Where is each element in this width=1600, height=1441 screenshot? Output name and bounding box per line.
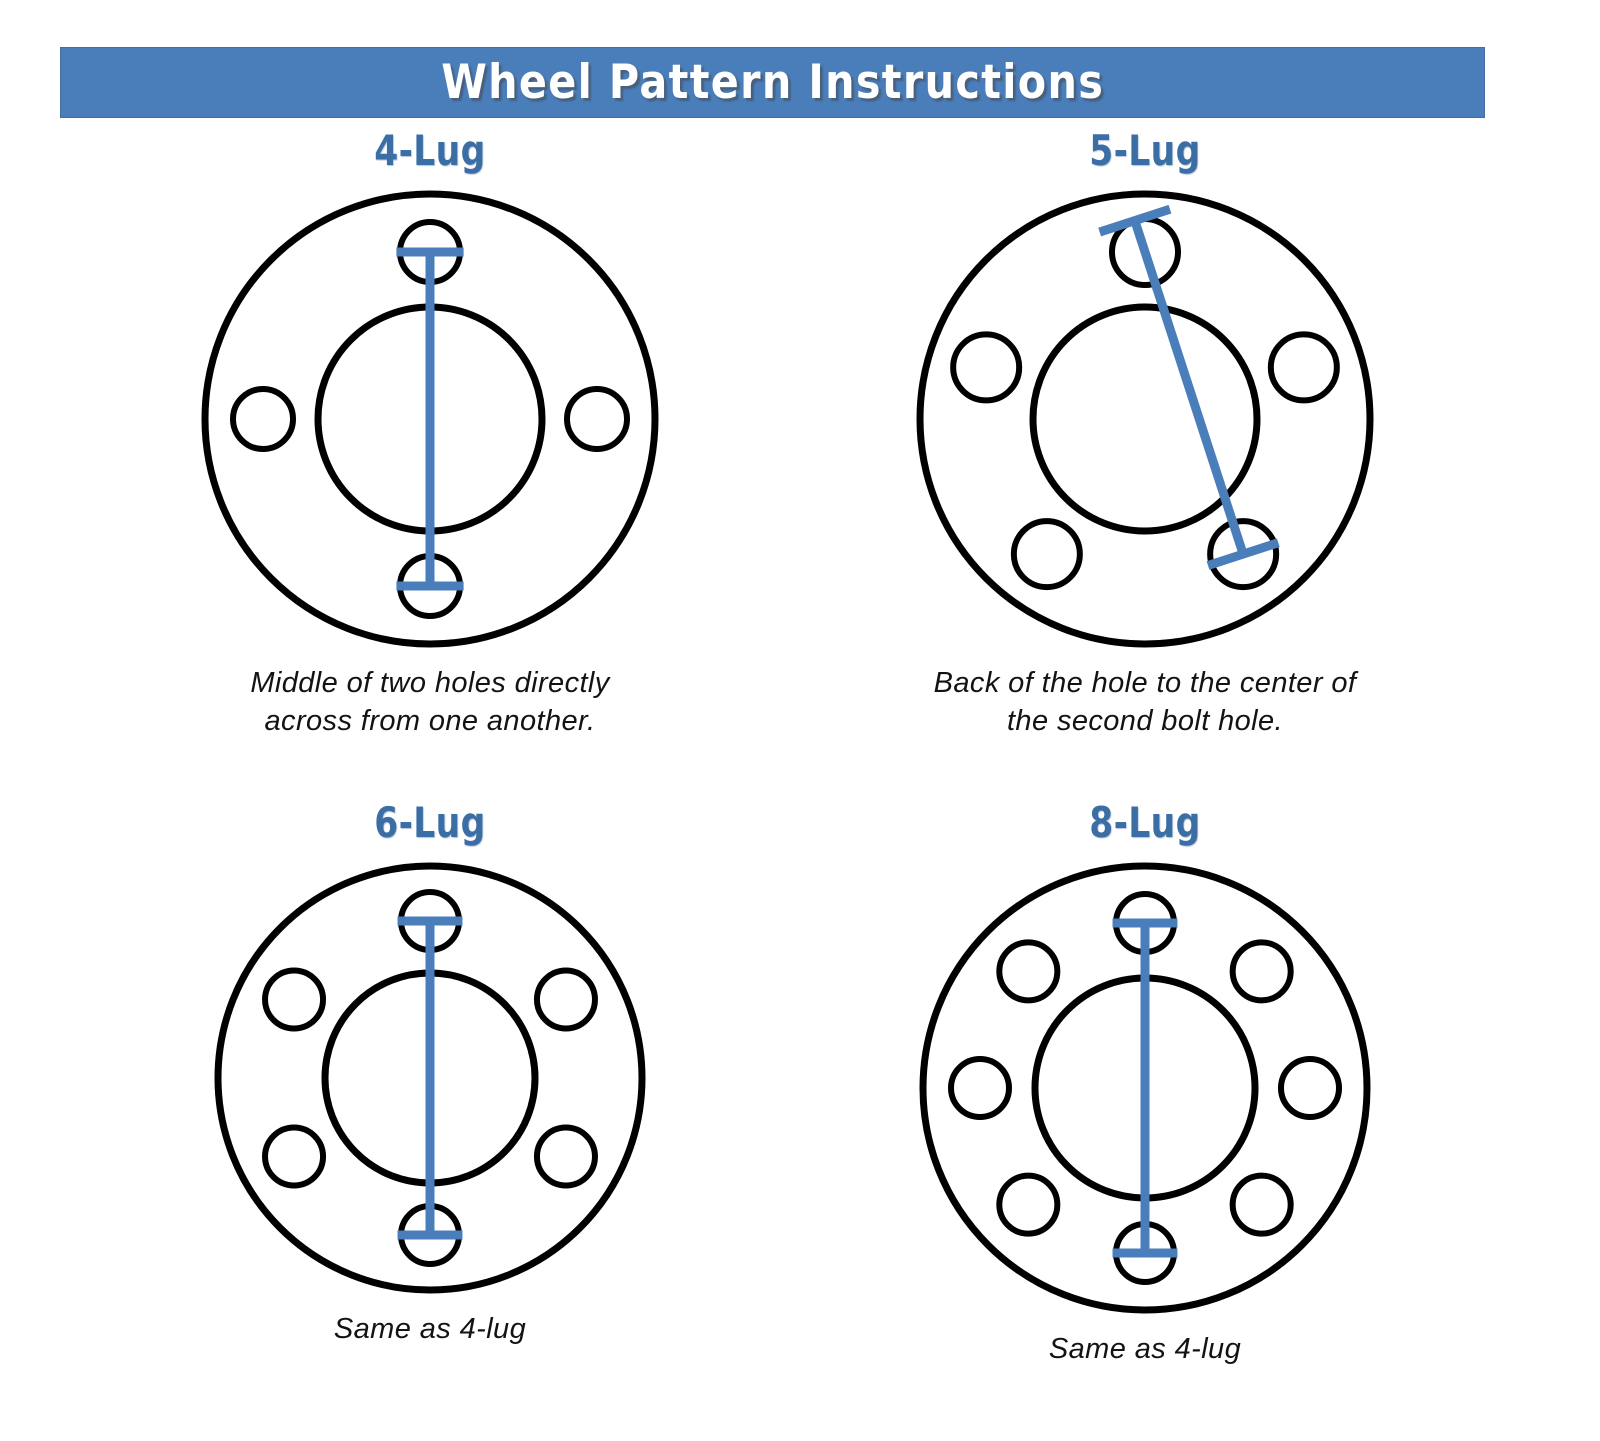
wheel-svg-6-lug [214, 862, 646, 1294]
wheel-diagram-card-8-lug: 8-Lug Same as 4-lug [745, 802, 1545, 1368]
title-banner: Wheel Pattern Instructions [60, 47, 1485, 118]
outer-rim-circle [916, 190, 1374, 648]
lug-hole [996, 1172, 1061, 1237]
lug-title-5-lug: 5-Lug [1089, 126, 1201, 175]
wheel-svg-8-lug [919, 862, 1371, 1314]
caption-8-lug: Same as 4-lug [1049, 1330, 1241, 1368]
measurement-indicator [396, 247, 464, 591]
caption-line: the second bolt hole. [1006, 705, 1284, 738]
caption-6-lug: Same as 4-lug [334, 1310, 526, 1348]
page-title: Wheel Pattern Instructions [440, 55, 1105, 110]
center-bore-circle [1029, 303, 1261, 535]
caption-line: Back of the hole to the center of [933, 667, 1357, 699]
caption-line: Same as 4-lug [1048, 1333, 1242, 1365]
wheel-svg-4-lug [201, 190, 659, 648]
measurement-indicator [1098, 204, 1280, 570]
lug-hole [950, 331, 1023, 404]
lug-hole [1278, 1056, 1342, 1120]
lug-hole [262, 967, 327, 1032]
lug-hole [1267, 331, 1340, 404]
lug-hole [1229, 939, 1294, 1004]
wheel-svg-5-lug [916, 190, 1374, 648]
lug-hole [230, 386, 296, 452]
measurement-cap-end [1206, 538, 1280, 570]
lug-title-4-lug: 4-Lug [374, 126, 486, 175]
lug-hole [1010, 518, 1083, 591]
caption-line: across from one another. [264, 705, 596, 738]
measurement-indicator [397, 916, 463, 1240]
lug-hole [533, 1124, 598, 1189]
lug-hole [262, 1124, 327, 1189]
lug-hole [948, 1056, 1012, 1120]
lug-hole [564, 386, 630, 452]
caption-4-lug: Middle of two holes directly across from … [250, 664, 609, 741]
measurement-indicator [1112, 918, 1178, 1258]
outer-rim-circle [214, 862, 646, 1294]
outer-rim-circle [919, 862, 1371, 1314]
lug-hole [1207, 518, 1280, 591]
lug-hole [1229, 1172, 1294, 1237]
outer-rim-circle [201, 190, 659, 648]
measurement-cap-start [1098, 204, 1172, 237]
wheel-figure-5-lug [906, 180, 1384, 658]
caption-line: Middle of two holes directly [250, 667, 610, 699]
caption-5-lug: Back of the hole to the center of the sec… [934, 664, 1357, 741]
lug-title-8-lug: 8-Lug [1089, 798, 1201, 847]
measurement-line [1130, 219, 1248, 556]
lug-hole [533, 967, 598, 1032]
wheel-diagram-card-6-lug: 6-Lug Same as 4-lug [30, 802, 830, 1348]
wheel-figure-4-lug [191, 180, 669, 658]
wheel-figure-8-lug [909, 852, 1381, 1324]
lug-hole [996, 939, 1061, 1004]
caption-line: Same as 4-lug [333, 1313, 527, 1345]
wheel-figure-6-lug [204, 852, 656, 1304]
lug-title-6-lug: 6-Lug [374, 798, 486, 847]
